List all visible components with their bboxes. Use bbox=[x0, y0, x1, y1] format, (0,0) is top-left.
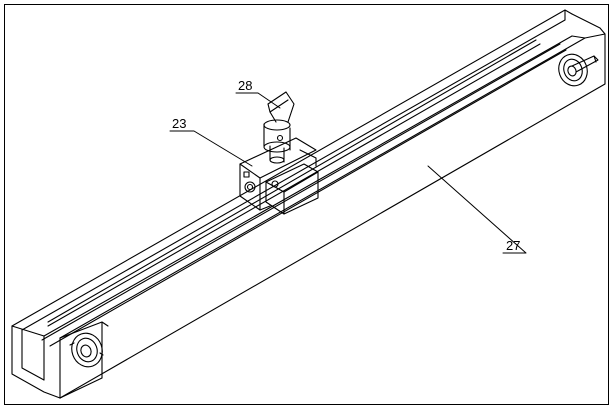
rail-frame bbox=[11, 9, 606, 399]
label-28: 28 bbox=[238, 78, 252, 93]
left-bearing bbox=[69, 332, 104, 368]
slider-carriage bbox=[239, 137, 319, 215]
leader-lines bbox=[169, 92, 527, 254]
label-27: 27 bbox=[506, 238, 520, 253]
right-bearing bbox=[558, 53, 599, 87]
label-23: 23 bbox=[172, 116, 186, 131]
drawing-frame bbox=[4, 4, 609, 405]
tool-post bbox=[263, 91, 295, 164]
